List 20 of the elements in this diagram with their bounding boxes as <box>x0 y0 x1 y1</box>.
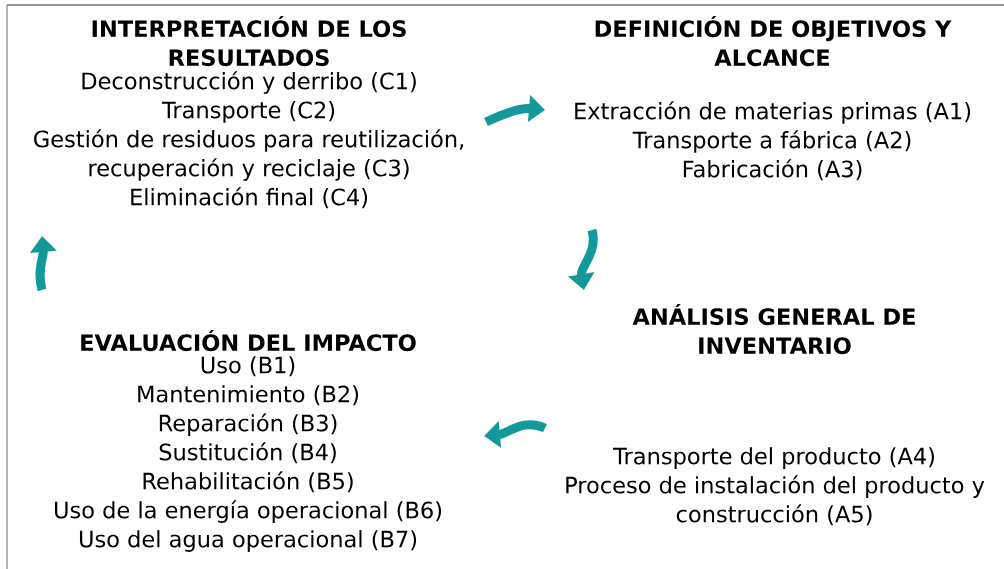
stage-item: Transporte a fábrica (A2) <box>632 130 911 153</box>
stage-heading: INTERPRETACIÓN DE LOS RESULTADOS <box>92 16 406 67</box>
stage-item: Mantenimiento (B2) <box>138 385 359 406</box>
stage-item: Reparación (B3) <box>159 413 337 436</box>
stage-item: Uso de la energía operacional (B6) <box>55 500 442 523</box>
stage-item: Deconstrucción y derribo (C1) <box>82 71 416 94</box>
stage-item: Eliminación final (C4) <box>131 187 368 209</box>
stage-item: Uso del agua operacional (B7) <box>80 530 417 552</box>
stage-item: Extracción de materias primas (A1) <box>575 101 971 124</box>
stage-item: Transporte del producto (A4) <box>613 447 934 469</box>
stage-heading: ANÁLISIS GENERAL DE INVENTARIO <box>632 304 915 355</box>
stage-heading: DEFINICIÓN DE OBJETIVOS Y ALCANCE <box>595 16 952 67</box>
stage-item: Rehabilitación (B5) <box>143 471 353 493</box>
stage-item: Fabricación (A3) <box>683 159 862 181</box>
stage-item: Gestión de residuos para reutilización, recuperación y reciclaje (C3) <box>34 129 464 181</box>
stage-heading: EVALUACIÓN DEL IMPACTO <box>81 330 416 352</box>
stage-item: Sustitución (B4) <box>159 442 336 464</box>
stage-item: Proceso de instalación del producto y construcción (A5) <box>566 475 985 526</box>
stage-item: Uso (B1) <box>201 356 295 377</box>
stage-item: Transporte (C2) <box>161 101 335 123</box>
